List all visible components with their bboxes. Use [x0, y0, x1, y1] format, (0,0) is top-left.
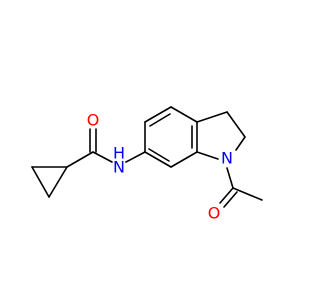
bond	[170, 106, 198, 123]
amide-nh-hydrogen: H	[113, 144, 125, 163]
benzene-ring	[144, 106, 198, 168]
bond	[196, 111, 228, 123]
amide-carbonyl-double-bond	[89, 128, 97, 153]
bond	[92, 151, 113, 163]
bond	[144, 151, 172, 168]
bond	[31, 166, 50, 198]
bond	[196, 151, 219, 160]
molecule-structure: O H N N O	[31, 106, 263, 223]
bond	[219, 187, 234, 204]
cyclopropyl-ring	[31, 166, 68, 198]
bond	[149, 113, 171, 127]
bond	[226, 111, 246, 138]
amide-nitrogen-label: H N	[113, 144, 125, 177]
amide-nh-nitrogen: N	[113, 158, 125, 177]
bond	[235, 136, 246, 151]
amide-oxygen-label: O	[87, 111, 100, 130]
bond	[148, 148, 170, 162]
acetyl-carbonyl-double-bond	[219, 187, 238, 208]
bond	[48, 166, 68, 198]
bond	[66, 151, 94, 168]
bond	[232, 187, 263, 201]
bond	[226, 167, 234, 189]
acetyl-oxygen-label: O	[208, 204, 221, 223]
ring-nitrogen-label: N	[221, 149, 233, 168]
bond	[144, 106, 172, 123]
bond	[125, 151, 146, 163]
bond	[170, 151, 198, 168]
pyrrolidine-ring	[196, 111, 246, 160]
bond	[223, 191, 238, 208]
